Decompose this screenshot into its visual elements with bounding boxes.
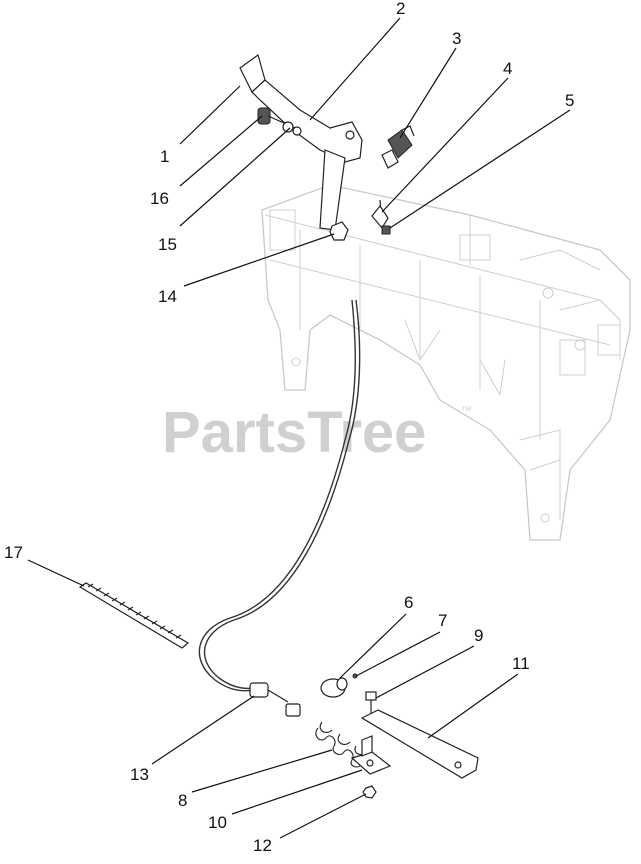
callout-7: 7 [438,611,447,630]
callout-5: 5 [565,91,574,110]
callout-12: 12 [253,836,272,855]
callout-16: 16 [150,189,169,208]
callouts: 1 2 3 4 5 6 7 8 9 10 11 12 13 14 15 16 1… [4,0,574,855]
cable-end-13 [249,682,301,717]
callout-11: 11 [512,654,530,673]
brake-cable [198,299,361,692]
ferrule-6 [320,677,348,698]
callout-6: 6 [404,593,413,612]
nut-14 [329,221,349,241]
callout-2: 2 [396,0,405,18]
callout-17: 17 [4,543,23,562]
watermark-text: PartsTree [162,400,426,465]
pin-4 [371,199,389,230]
callout-15: 15 [158,235,177,254]
callout-4: 4 [503,59,512,78]
watermark: PartsTree ™ [162,400,472,465]
screw-5 [381,225,391,235]
callout-14: 14 [158,287,177,306]
callout-9: 9 [474,626,483,645]
callout-8: 8 [178,791,187,810]
brake-lever [239,54,363,231]
arm-11 [360,709,479,779]
bracket-10 [350,735,392,775]
mower-frame [261,184,631,541]
callout-10: 10 [208,813,227,832]
rod-17 [78,582,190,649]
leader-lines [27,17,571,839]
washer-15 [282,121,302,136]
callout-1: 1 [160,147,169,166]
watermark-trademark: ™ [461,405,472,417]
callout-13: 13 [130,765,149,784]
switch-3 [381,125,415,169]
callout-3: 3 [452,29,461,48]
nut-12 [362,785,377,799]
